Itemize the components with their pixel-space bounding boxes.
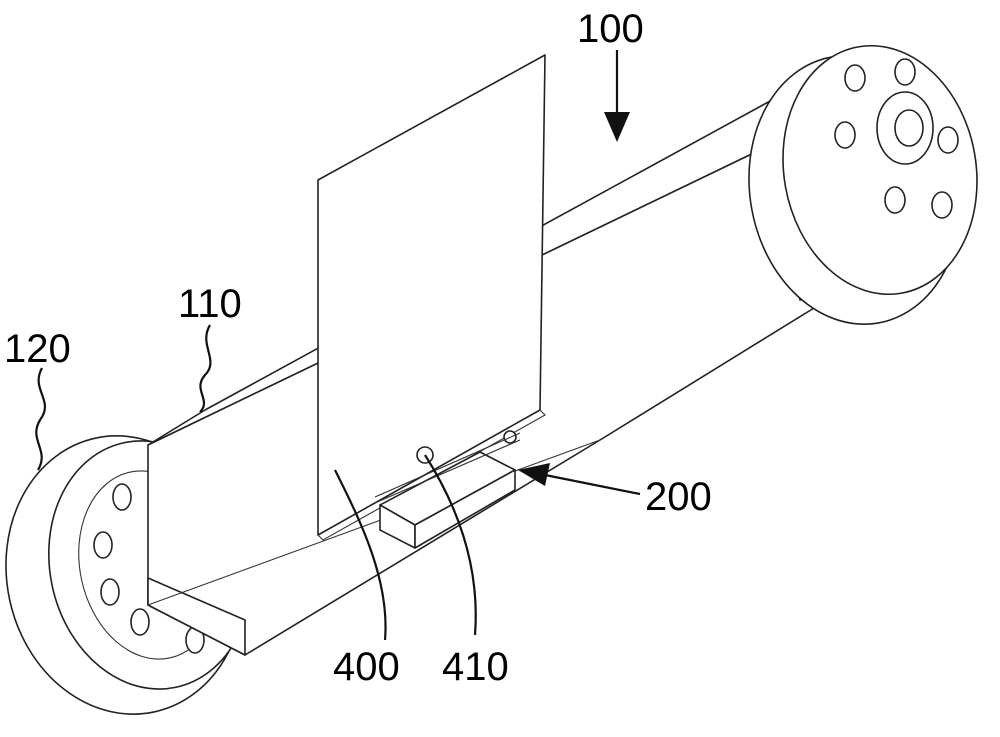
bolt-hole <box>94 532 112 558</box>
bolt-hole <box>885 187 905 213</box>
leader-120 <box>36 368 45 470</box>
bolt-hole <box>835 122 855 148</box>
label-400: 400 <box>333 645 400 689</box>
bolt-hole <box>845 65 865 91</box>
bolt-hole <box>131 609 149 635</box>
bolt-hole <box>101 579 119 605</box>
bolt-hole <box>895 59 915 85</box>
label-100: 100 <box>577 7 644 51</box>
bolt-hole <box>113 484 131 510</box>
arrowhead-100 <box>604 112 630 142</box>
label-120: 120 <box>4 327 71 371</box>
bolt-hole <box>932 192 952 218</box>
leader-110 <box>200 325 210 412</box>
label-410: 410 <box>442 645 509 689</box>
bolt-hole <box>938 127 958 153</box>
label-200: 200 <box>645 475 712 519</box>
label-110: 110 <box>178 282 242 326</box>
arrow-200 <box>545 475 640 494</box>
